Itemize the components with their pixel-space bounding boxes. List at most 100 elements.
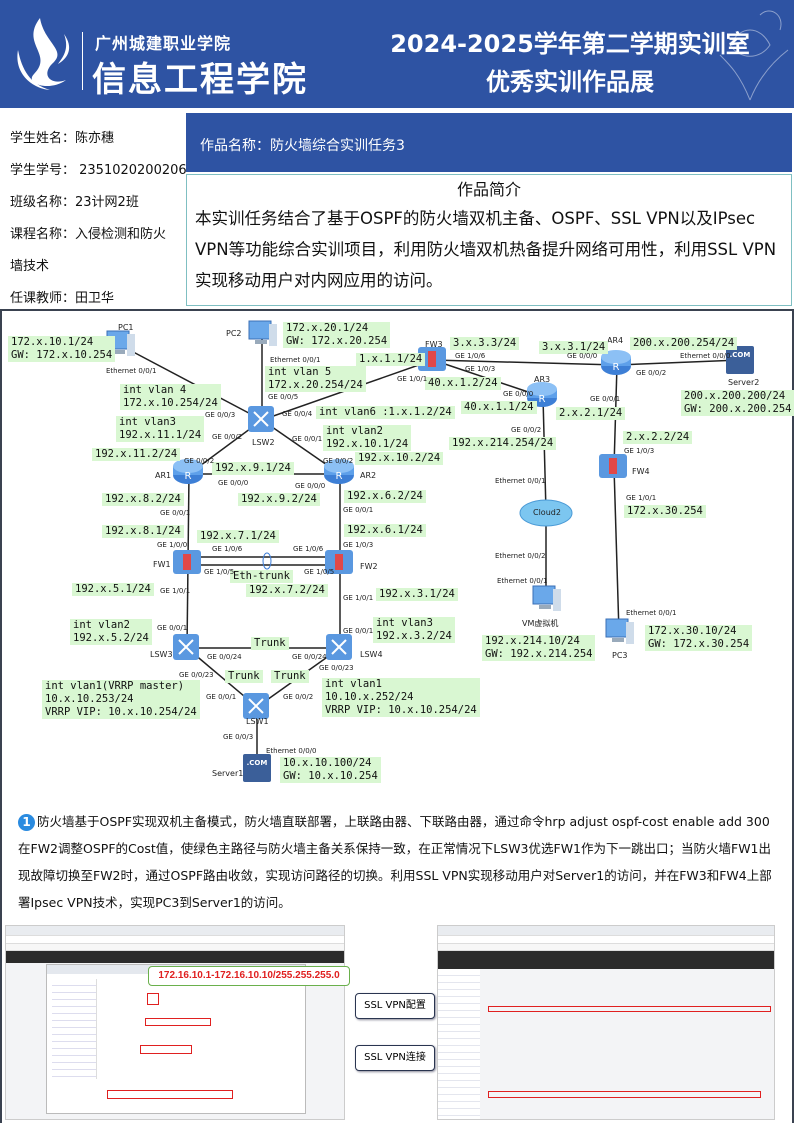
ip-address-label: 192.x.7.1/24 [197,530,279,543]
intro-box: 作品简介 本实训任务结合了基于OSPF的防火墙双机主备、OSPF、SSL VPN… [186,174,792,306]
port-label: GE 0/0/23 [179,671,214,679]
link-line [186,562,189,649]
ip-address-label: 1.x.1.1/24 [356,353,426,366]
work-title: 作品名称：防火墙综合实训任务3 [186,113,792,172]
ip-address-label: 192.x.7.2/24 [246,584,328,597]
svg-text:R: R [539,394,546,405]
ip-address-label: 192.x.10.2/24 [355,452,444,465]
port-label: GE 1/0/0 [157,541,188,549]
course-name: 课程名称：入侵检测和防火 [10,227,167,242]
switch-icon [248,406,274,432]
port-label: GE 0/0/2 [212,433,243,441]
switch-icon [326,634,352,660]
lotus-decoration-icon [719,10,789,101]
teacher-name: 任课教师：田卫华 [10,291,115,306]
port-label: GE 0/0/2 [323,457,354,465]
ip-address-label: int vlan6 :1.x.1.2/24 [316,406,455,419]
ip-address-label: 3.x.3.1/24 [539,341,609,354]
ip-address-label: 172.x.30.10/24 GW: 172.x.30.254 [645,625,753,651]
step-number-badge: 1 [18,814,35,831]
port-label: GE 0/0/24 [292,653,327,661]
port-label: Ethernet 0/0/1 [270,356,321,364]
svg-text:.COM: .COM [730,351,751,359]
port-label: GE 0/0/1 [343,506,374,514]
port-label: GE 0/0/4 [282,410,313,418]
college-logo-icon [17,18,70,90]
ip-address-label: 192.x.9.1/24 [212,462,294,475]
server-icon: .COM [243,754,271,782]
student-id: 学生学号： 2351020200206 [10,163,187,178]
port-label: GE 0/0/1 [157,624,188,632]
ip-address-label: 2.x.2.2/24 [623,431,693,444]
port-label: Ethernet 0/0/1 [495,477,546,485]
ip-address-label: 10.x.10.100/24 GW: 10.x.10.254 [280,757,381,783]
ip-address-label: 192.x.214.10/24 GW: 192.x.214.254 [482,635,596,661]
ssl-vpn-connection-screenshot [437,925,775,1120]
college-name: 信息工程学院 [92,60,308,100]
switch-icon [243,693,269,719]
ip-address-label: int vlan1 10.10.x.252/24 VRRP VIP: 10.x.… [322,678,480,717]
ip-address-label: 200.x.200.200/24 GW: 200.x.200.254 [681,390,794,416]
port-label: GE 0/0/23 [319,664,354,672]
port-label: GE 0/0/3 [205,411,236,419]
ssl-vpn-config-callout: SSL VPN配置 [355,993,435,1019]
ip-address-label: 40.x.1.1/24 [461,401,537,414]
firewall-icon [325,550,353,574]
port-label: GE 1/0/3 [465,365,496,373]
device-label: VM虚拟机 [522,619,559,628]
ssl-vpn-connect-callout: SSL VPN连接 [355,1045,435,1071]
port-label: GE 1/0/3 [343,541,374,549]
svg-text:R: R [336,471,343,482]
svg-text:.COM: .COM [247,759,268,767]
device-label: PC3 [612,651,628,660]
server-icon: .COM [726,346,754,374]
port-label: GE 1/0/1 [397,375,428,383]
device-label: FW2 [360,562,378,571]
port-label: GE 1/0/1 [160,587,191,595]
router-icon: R [173,459,203,484]
ip-address-label: 192.x.5.1/24 [72,583,154,596]
port-label: GE 0/0/24 [207,653,242,661]
poster-header: 广州城建职业学院 信息工程学院 2024-2025学年第二学期实训室 优秀实训作… [0,0,794,108]
link-line [613,466,620,634]
device-label: FW4 [632,467,650,476]
port-label: GE 1/0/1 [626,494,657,502]
ip-address-label: int vlan1(VRRP master) 10.x.10.253/24 VR… [42,680,200,719]
firewall-icon [599,454,627,478]
port-label: GE 0/0/2 [184,457,215,465]
poster-subtitle: 优秀实训作品展 [486,68,654,96]
ip-address-label: 192.x.214.254/24 [449,437,557,450]
school-name: 广州城建职业学院 [95,34,232,53]
port-label: GE 1/0/6 [293,545,324,553]
poster-title: 2024-2025学年第二学期实训室 [390,30,750,58]
port-label: GE 1/0/1 [343,594,374,602]
router-icon: R [527,382,557,407]
ip-address-label: 192.x.8.1/24 [102,525,184,538]
ip-address-label: 192.x.3.1/24 [376,588,458,601]
link-line [119,344,263,421]
ip-address-label: 172.x.10.1/24 GW: 172.x.10.254 [8,336,116,362]
ip-address-label: 192.x.9.2/24 [238,493,320,506]
ip-address-label: int vlan 5 172.x.20.254/24 [265,366,366,392]
ip-address-label: 2.x.2.1/24 [556,407,626,420]
router-icon: R [324,459,354,484]
port-label: GE 1/0/6 [455,352,486,360]
ip-address-label: int vlan 4 172.x.10.254/24 [120,384,221,410]
port-label: GE 0/0/2 [636,369,667,377]
ip-address-label: int vlan3 192.x.11.1/24 [116,416,205,442]
port-label: Ethernet 0/0/0 [680,352,731,360]
port-label: Ethernet 0/0/0 [266,747,317,755]
port-label: Ethernet 0/0/2 [495,552,546,560]
ip-address-label: 40.x.1.2/24 [425,377,501,390]
port-label: GE 0/0/1 [160,509,191,517]
ip-address-label: 192.x.6.2/24 [344,490,426,503]
device-label: FW1 [153,560,171,569]
port-label: Ethernet 0/0/1 [106,367,157,375]
port-label: GE 1/0/6 [212,545,243,553]
port-label: GE 1/0/5 [304,568,335,576]
ip-address-label: 192.x.11.2/24 [92,448,181,461]
ip-address-label: 3.x.3.3/24 [450,337,520,350]
device-label: Server1 [212,769,244,778]
